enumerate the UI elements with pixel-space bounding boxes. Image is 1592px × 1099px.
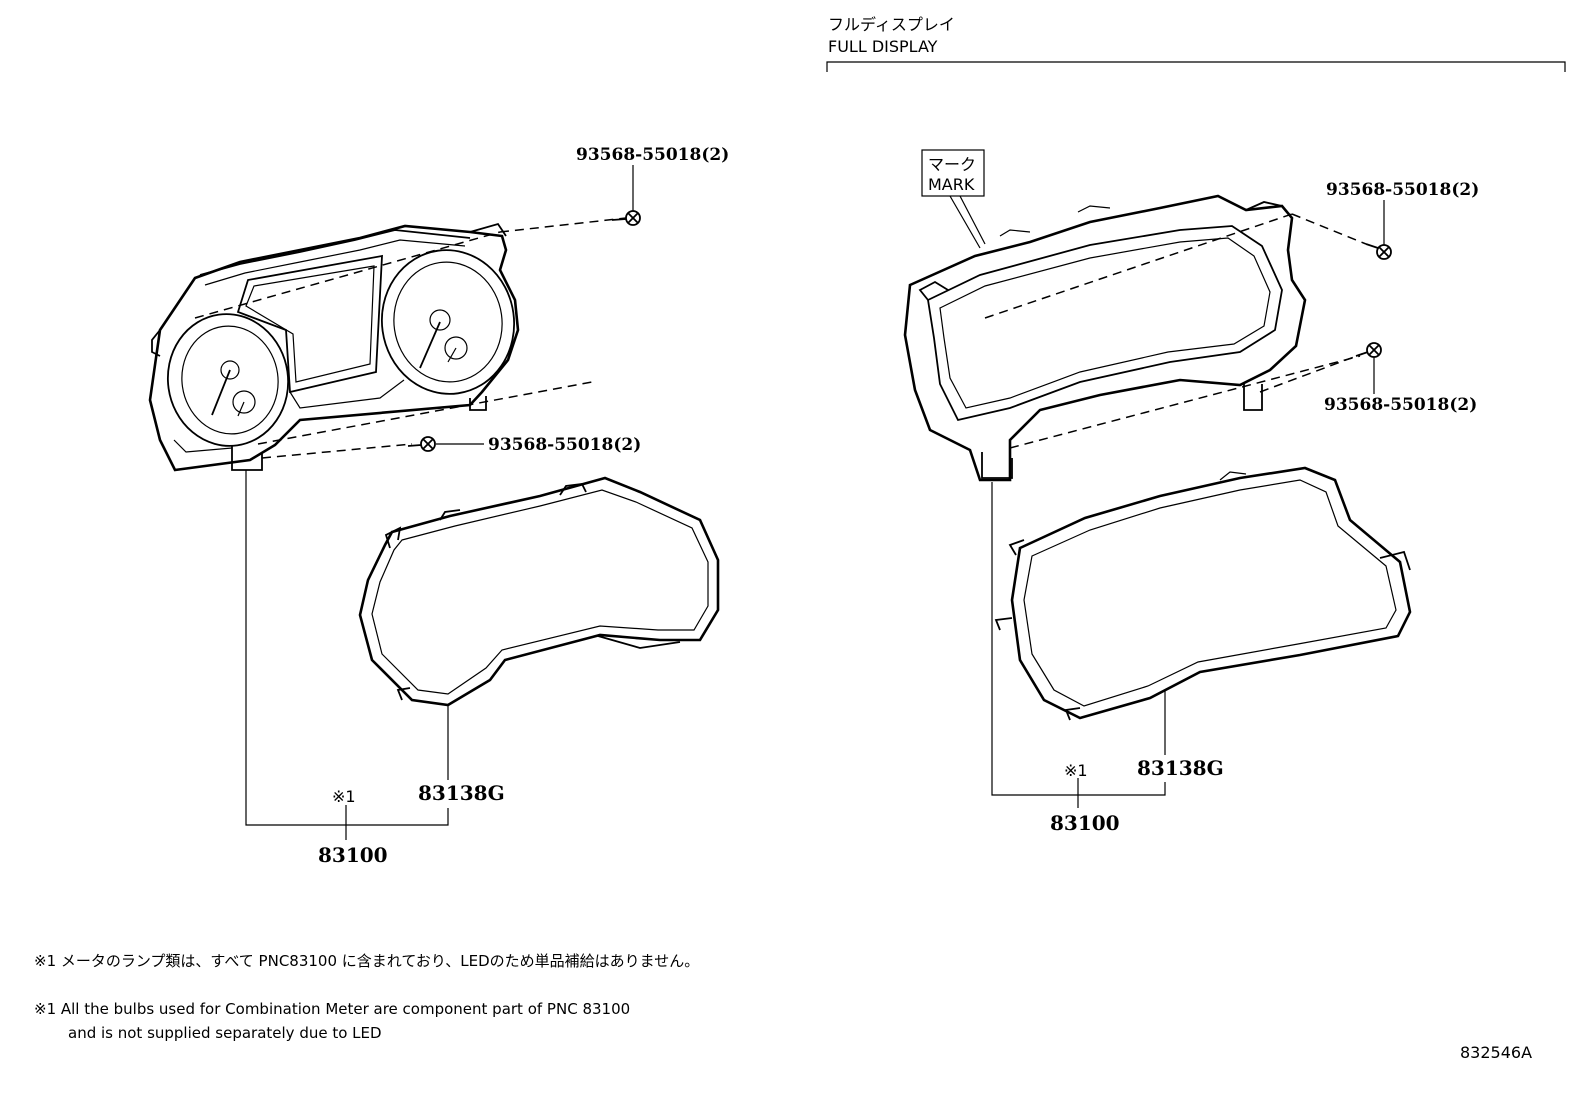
left-screw-bottom: 93568-55018(2) (407, 435, 641, 455)
mark-label-jp: マーク (928, 155, 976, 174)
right-meter-part-number: 83100 (1050, 811, 1120, 835)
left-meter-cover: 83138G (358, 476, 720, 805)
right-screw-top-part-number: 93568-55018(2) (1326, 180, 1479, 200)
right-meter-cover: 83138G (994, 466, 1412, 780)
full-display-title-jp: フルディスプレイ (828, 15, 955, 34)
right-dashed-leaders (984, 213, 1367, 449)
footnote-en-line1: ※1 All the bulbs used for Combination Me… (34, 1000, 630, 1018)
diagram-id: 832546A (1460, 1043, 1532, 1062)
right-screw-bottom-part-number: 93568-55018(2) (1324, 395, 1477, 415)
mark-label-en: MARK (928, 175, 975, 194)
full-display-bracket (826, 61, 1566, 72)
left-dashed-leaders (194, 217, 627, 459)
left-combination-meter (148, 222, 520, 472)
left-reference-mark: ※1 (332, 787, 356, 806)
right-combination-meter (903, 194, 1307, 482)
mark-callout: マーク MARK (921, 149, 986, 249)
left-meter-part-number: 83100 (318, 843, 388, 867)
footnote-en-line2: and is not supplied separately due to LE… (68, 1024, 382, 1042)
left-assembly-bracket: ※1 83100 (245, 470, 449, 867)
left-screw-top: 93568-55018(2) (576, 145, 729, 226)
full-display-header: フルディスプレイ FULL DISPLAY (826, 15, 1566, 72)
left-screw-bottom-part-number: 93568-55018(2) (488, 435, 641, 455)
right-screw-bottom: 93568-55018(2) (1324, 342, 1477, 415)
right-assembly-bracket: ※1 83100 (991, 482, 1166, 835)
full-display-title-en: FULL DISPLAY (828, 37, 938, 56)
footnote-jp: ※1 メータのランプ類は、すべて PNC83100 に含まれており、LEDのため… (34, 952, 699, 970)
left-cover-part-number: 83138G (418, 781, 505, 805)
footnotes: ※1 メータのランプ類は、すべて PNC83100 に含まれており、LEDのため… (34, 952, 699, 1042)
right-reference-mark: ※1 (1064, 761, 1088, 780)
left-screw-top-part-number: 93568-55018(2) (576, 145, 729, 165)
right-cover-part-number: 83138G (1137, 756, 1224, 780)
right-screw-top: 93568-55018(2) (1326, 180, 1479, 260)
